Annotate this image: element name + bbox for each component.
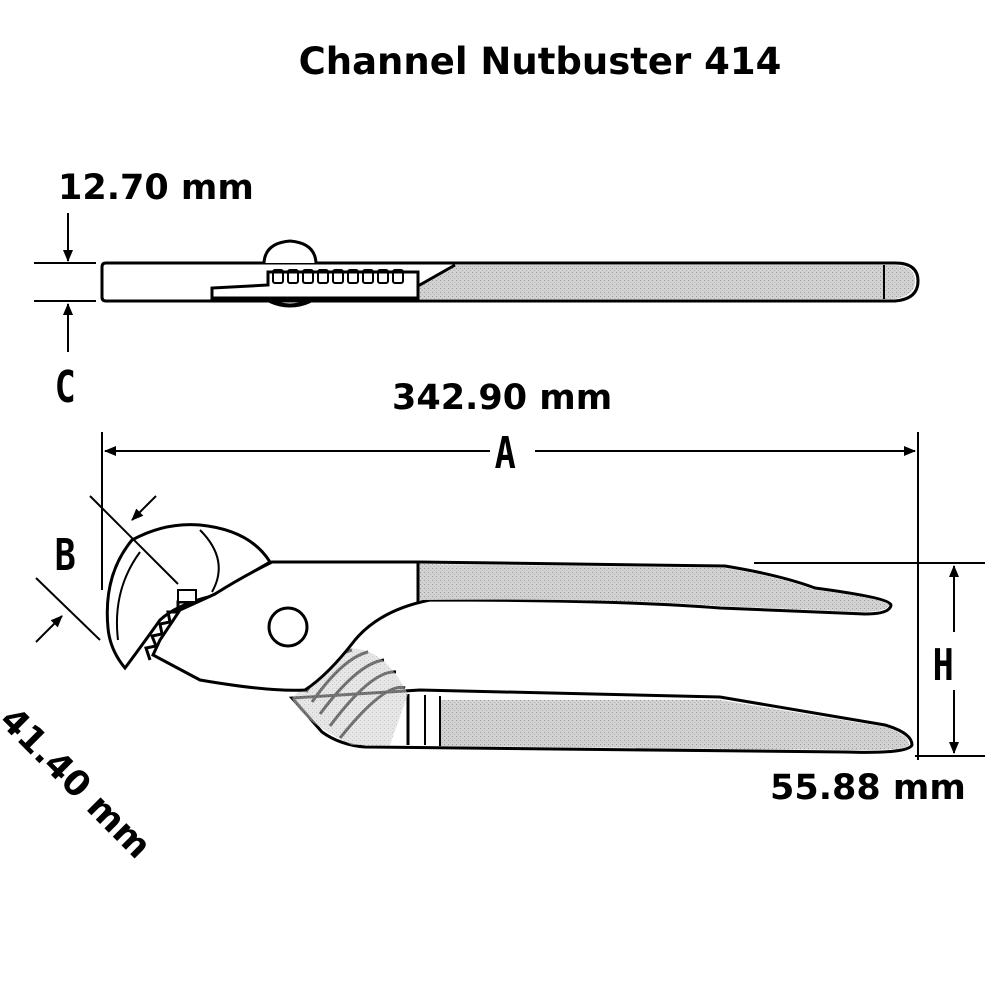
side-view-grip — [418, 265, 915, 299]
pliers-front-view — [105, 523, 914, 754]
dimension-h-letter: H — [932, 640, 954, 691]
diagram-title: Channel Nutbuster 414 — [298, 40, 782, 83]
upper-handle-grip — [418, 564, 889, 612]
pivot-bolt — [267, 606, 309, 648]
side-view-channel-slots — [272, 269, 404, 284]
extension-line-b-upper — [89, 495, 179, 585]
dimension-c-letter: C — [54, 362, 76, 413]
dimension-c-value: 12.70 mm — [58, 168, 254, 208]
dimension-h — [754, 562, 985, 757]
dimension-a-letter: A — [494, 428, 516, 479]
side-view-bolt-bottom — [269, 299, 311, 308]
lower-handle-grip — [440, 700, 910, 751]
arrow-b-lower — [35, 615, 63, 643]
side-view-channel-plate — [210, 270, 420, 300]
pliers-side-view — [100, 239, 920, 308]
side-view-bolt-top — [262, 239, 318, 264]
arrow-b-upper — [131, 495, 157, 521]
extension-line-b-lower — [35, 577, 101, 641]
dimension-a — [101, 432, 919, 760]
dimension-h-value: 55.88 mm — [770, 768, 966, 808]
dimension-b-letter: B — [54, 530, 76, 581]
jaw-tip — [177, 589, 197, 603]
dimension-c — [34, 213, 96, 352]
dimension-b — [35, 495, 179, 643]
dimension-a-value: 342.90 mm — [392, 378, 613, 418]
